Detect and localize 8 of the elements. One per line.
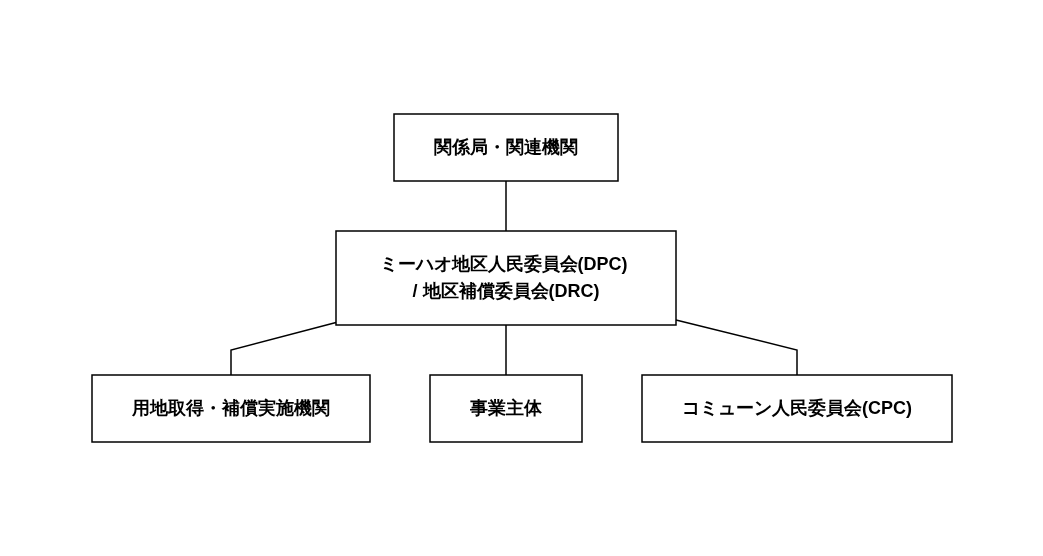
connector <box>229 321 337 376</box>
node-box: ミーハオ地区人民委員会(DPC) / 地区補償委員会(DRC) <box>334 230 677 326</box>
node-box: 関係局・関連機関 <box>392 113 619 182</box>
node-box: コミューン人民委員会(CPC) <box>640 374 953 443</box>
connector <box>504 180 507 232</box>
node-box: 用地取得・補償実施機関 <box>90 374 371 443</box>
node-box: 事業主体 <box>428 374 583 443</box>
connector <box>504 324 507 376</box>
